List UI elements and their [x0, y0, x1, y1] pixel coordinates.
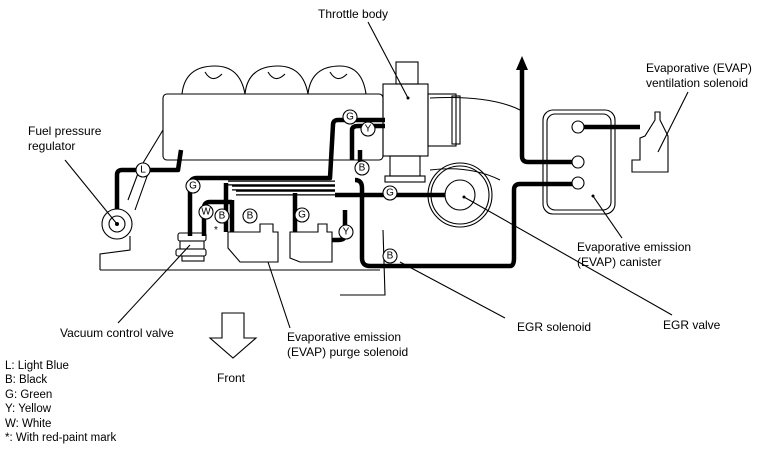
hose-tag-g: G [382, 185, 398, 201]
label-egr-solenoid: EGR solenoid [517, 320, 592, 334]
svg-text:Y: Y [343, 227, 350, 238]
atmosphere-arrow-icon [516, 56, 528, 70]
vacuum-control-valve [175, 232, 207, 262]
red-paint-mark: * [214, 225, 218, 236]
label-vacuum-control-valve: Vacuum control valve [60, 326, 174, 340]
hose-tag-w: W [198, 204, 214, 220]
svg-text:Y: Y [365, 124, 372, 135]
svg-text:G: G [346, 112, 354, 123]
legend-item: Y: Yellow [5, 403, 52, 416]
label-line: Evaporative emission [287, 330, 402, 344]
hose-tag-l: L [135, 162, 151, 178]
label-line: Evaporative (EVAP) [646, 61, 752, 75]
legend-item: L: Light Blue [5, 360, 69, 372]
label-line: ventilation solenoid [646, 76, 749, 90]
hose-tag-y: Y [360, 121, 376, 137]
svg-text:B: B [387, 251, 394, 262]
hose-tag-b: B [382, 248, 398, 264]
egr-solenoid [289, 223, 333, 263]
intake-runners [181, 65, 367, 95]
label-evap-canister: Evaporative emission (EVAP) canister [577, 240, 691, 270]
svg-text:G: G [298, 210, 306, 221]
vacuum-hoses [114, 56, 640, 269]
color-legend: L: Light Blue B: Black G: Green Y: Yello… [5, 359, 116, 445]
evap-purge-solenoid [227, 223, 279, 263]
hose-tag-g: G [294, 207, 310, 223]
svg-text:G: G [189, 181, 197, 192]
throttle-body [382, 61, 461, 183]
svg-text:L: L [140, 165, 146, 176]
svg-text:G: G [386, 188, 394, 199]
svg-text:B: B [359, 163, 366, 174]
hose-tag-b: B [214, 208, 230, 224]
label-fuel-pressure-regulator: Fuel pressure regulator [28, 124, 101, 154]
label-line: (EVAP) purge solenoid [287, 345, 409, 359]
hose-tag-g: G [185, 178, 201, 194]
hose-tag-b: B [354, 160, 370, 176]
label-line: Evaporative emission [577, 240, 692, 254]
hose-tag-b: B [242, 208, 258, 224]
label-line: Fuel pressure [28, 124, 102, 138]
svg-text:B: B [247, 211, 254, 222]
svg-text:W: W [201, 207, 211, 218]
legend-item: G: Green [5, 388, 53, 401]
legend-item: *: With red-paint mark [5, 432, 117, 445]
label-line: regulator [28, 139, 76, 153]
label-line: (EVAP) canister [577, 255, 662, 269]
label-egr-valve: EGR valve [663, 318, 721, 332]
evap-ventilation-solenoid [631, 111, 669, 173]
front-arrow-icon [208, 312, 258, 359]
hose-tag-g: G [342, 109, 358, 125]
label-evap-purge-solenoid: Evaporative emission (EVAP) purge soleno… [287, 330, 408, 360]
label-front: Front [217, 371, 246, 385]
legend-item: B: Black [5, 374, 48, 387]
label-throttle-body: Throttle body [318, 7, 389, 21]
leader-lines [64, 21, 689, 329]
svg-text:B: B [219, 211, 226, 222]
legend-item: W: White [5, 417, 52, 430]
hose-tag-y: Y [338, 224, 354, 240]
label-evap-ventilation-solenoid: Evaporative (EVAP) ventilation solenoid [646, 61, 752, 91]
